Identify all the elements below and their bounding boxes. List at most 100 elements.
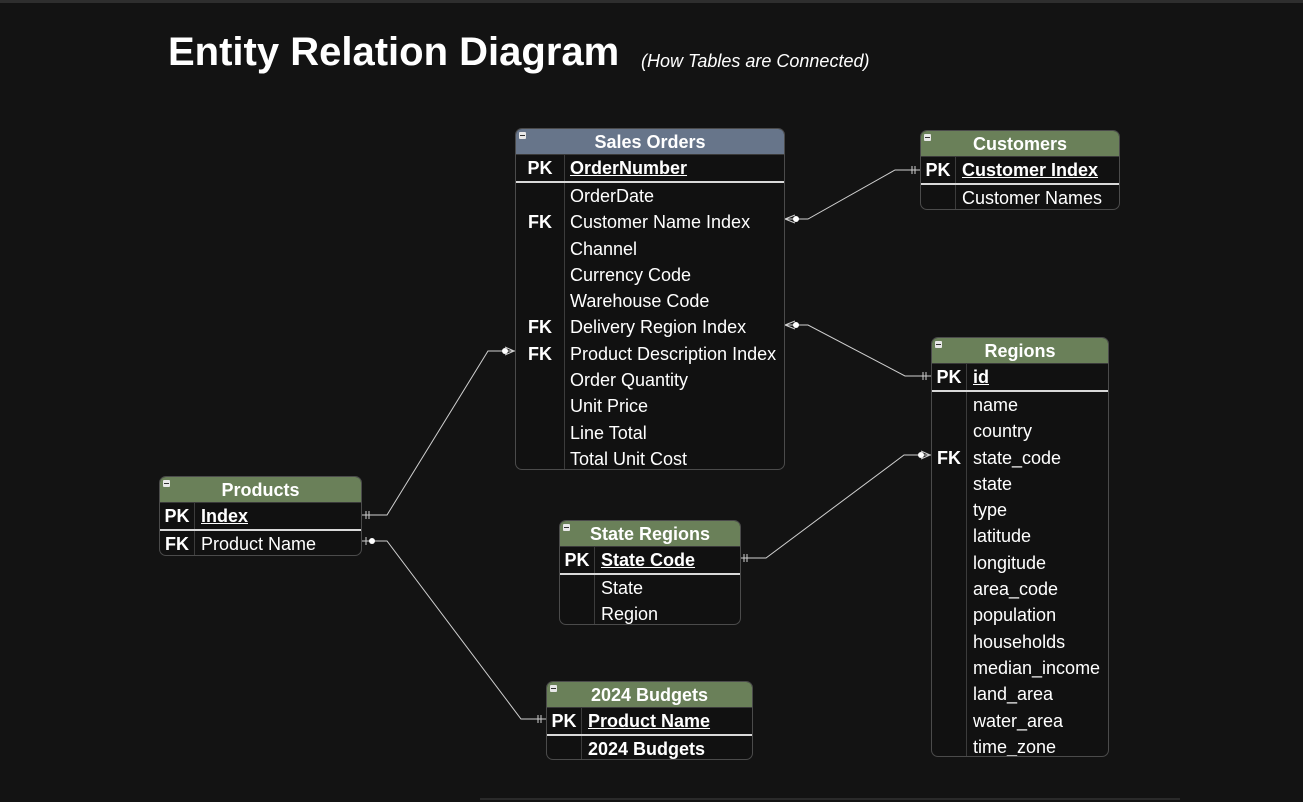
field-row[interactable]: median_income bbox=[932, 654, 1108, 682]
pk-row[interactable]: PK Product Name bbox=[547, 708, 752, 736]
field-name: longitude bbox=[973, 552, 1047, 573]
field-row[interactable]: state bbox=[932, 470, 1108, 498]
field-row[interactable]: Unit Price bbox=[516, 393, 784, 420]
field-row[interactable]: 2024 Budgets bbox=[547, 736, 752, 759]
entity-2024-budgets[interactable]: 2024 Budgets PK Product Name 2024 Budget… bbox=[546, 681, 753, 760]
rel-stateregions-regions bbox=[740, 454, 931, 559]
key-label: FK bbox=[516, 209, 565, 236]
collapse-icon[interactable] bbox=[550, 685, 557, 692]
pk-row[interactable]: PK OrderNumber bbox=[516, 155, 784, 183]
collapse-icon[interactable] bbox=[935, 341, 942, 348]
key-label bbox=[932, 602, 967, 629]
field-row[interactable]: name bbox=[932, 392, 1108, 419]
collapse-icon[interactable] bbox=[519, 132, 526, 139]
key-label bbox=[516, 261, 565, 289]
field-name: Line Total bbox=[570, 422, 647, 443]
key-label bbox=[932, 392, 967, 419]
entity-header[interactable]: Regions bbox=[932, 338, 1108, 364]
key-label bbox=[921, 185, 956, 209]
field-name: water_area bbox=[973, 710, 1064, 731]
key-label: PK bbox=[160, 503, 195, 529]
field-row[interactable]: Region bbox=[560, 601, 740, 624]
field-name: latitude bbox=[973, 526, 1032, 547]
field-row[interactable]: Customer Names bbox=[921, 185, 1119, 209]
rel-products-orders bbox=[361, 350, 515, 516]
pk-row[interactable]: PK Customer Index bbox=[921, 157, 1119, 185]
field-row[interactable]: Line Total bbox=[516, 419, 784, 446]
field-row[interactable]: land_area bbox=[932, 681, 1108, 708]
entity-title: Regions bbox=[984, 341, 1056, 361]
field-row[interactable]: Channel bbox=[516, 235, 784, 262]
entity-title: State Regions bbox=[589, 524, 711, 544]
key-label bbox=[560, 601, 595, 624]
key-label bbox=[932, 523, 967, 550]
key-label bbox=[547, 736, 582, 759]
pk-row[interactable]: PK Index bbox=[160, 503, 361, 531]
field-name: State bbox=[601, 578, 644, 598]
collapse-icon[interactable] bbox=[563, 524, 570, 531]
field-row[interactable]: time_zone bbox=[932, 733, 1108, 756]
key-label bbox=[932, 707, 967, 734]
field-name: Customer Names bbox=[962, 188, 1103, 208]
bottom-scroll-edge bbox=[480, 798, 1180, 800]
collapse-icon[interactable] bbox=[163, 480, 170, 487]
field-row[interactable]: area_code bbox=[932, 576, 1108, 603]
field-row[interactable]: population bbox=[932, 602, 1108, 629]
entity-sales-orders[interactable]: Sales Orders PK OrderNumber OrderDate FK… bbox=[515, 128, 785, 470]
field-name: households bbox=[973, 631, 1066, 652]
field-row[interactable]: water_area bbox=[932, 707, 1108, 734]
field-row[interactable]: country bbox=[932, 418, 1108, 445]
entity-header[interactable]: 2024 Budgets bbox=[547, 682, 752, 708]
pk-row[interactable]: PK id bbox=[932, 364, 1108, 392]
entity-title: Products bbox=[221, 480, 300, 500]
entity-title: Sales Orders bbox=[594, 132, 706, 152]
key-label bbox=[932, 576, 967, 603]
field-row[interactable]: latitude bbox=[932, 523, 1108, 550]
field-row[interactable]: Order Quantity bbox=[516, 367, 784, 394]
field-name: Delivery Region Index bbox=[570, 317, 747, 338]
key-label: PK bbox=[516, 155, 565, 181]
field-name: Total Unit Cost bbox=[570, 448, 688, 469]
key-label bbox=[516, 445, 565, 469]
entity-title: Customers bbox=[972, 134, 1068, 154]
key-label bbox=[932, 470, 967, 498]
key-label bbox=[516, 183, 565, 210]
field-row[interactable]: type bbox=[932, 497, 1108, 524]
field-name: Product Name bbox=[588, 711, 711, 731]
field-row[interactable]: State bbox=[560, 575, 740, 602]
key-label bbox=[932, 549, 967, 577]
entity-header[interactable]: Products bbox=[160, 477, 361, 503]
pk-row[interactable]: PK State Code bbox=[560, 547, 740, 575]
field-name: state_code bbox=[973, 447, 1062, 468]
field-row[interactable]: Total Unit Cost bbox=[516, 445, 784, 469]
field-row[interactable]: Warehouse Code bbox=[516, 288, 784, 315]
key-label: FK bbox=[160, 531, 195, 555]
rel-products-budgets bbox=[361, 540, 546, 720]
entity-header[interactable]: State Regions bbox=[560, 521, 740, 547]
entity-state-regions[interactable]: State Regions PK State Code State Region bbox=[559, 520, 741, 625]
page-subtitle: (How Tables are Connected) bbox=[641, 51, 870, 71]
entity-header[interactable]: Customers bbox=[921, 131, 1119, 157]
field-row[interactable]: Currency Code bbox=[516, 261, 784, 289]
collapse-icon[interactable] bbox=[924, 134, 931, 141]
field-row[interactable]: OrderDate bbox=[516, 183, 784, 210]
entity-customers[interactable]: Customers PK Customer Index Customer Nam… bbox=[920, 130, 1120, 210]
field-name: name bbox=[973, 395, 1019, 415]
field-row[interactable]: longitude bbox=[932, 549, 1108, 577]
key-label bbox=[932, 628, 967, 655]
field-name: Unit Price bbox=[570, 396, 649, 417]
field-name: land_area bbox=[973, 684, 1054, 705]
field-row[interactable]: households bbox=[932, 628, 1108, 655]
key-label bbox=[516, 419, 565, 446]
field-name: type bbox=[973, 500, 1008, 521]
entity-header[interactable]: Sales Orders bbox=[516, 129, 784, 155]
key-label bbox=[516, 235, 565, 262]
field-name: Channel bbox=[570, 238, 638, 259]
